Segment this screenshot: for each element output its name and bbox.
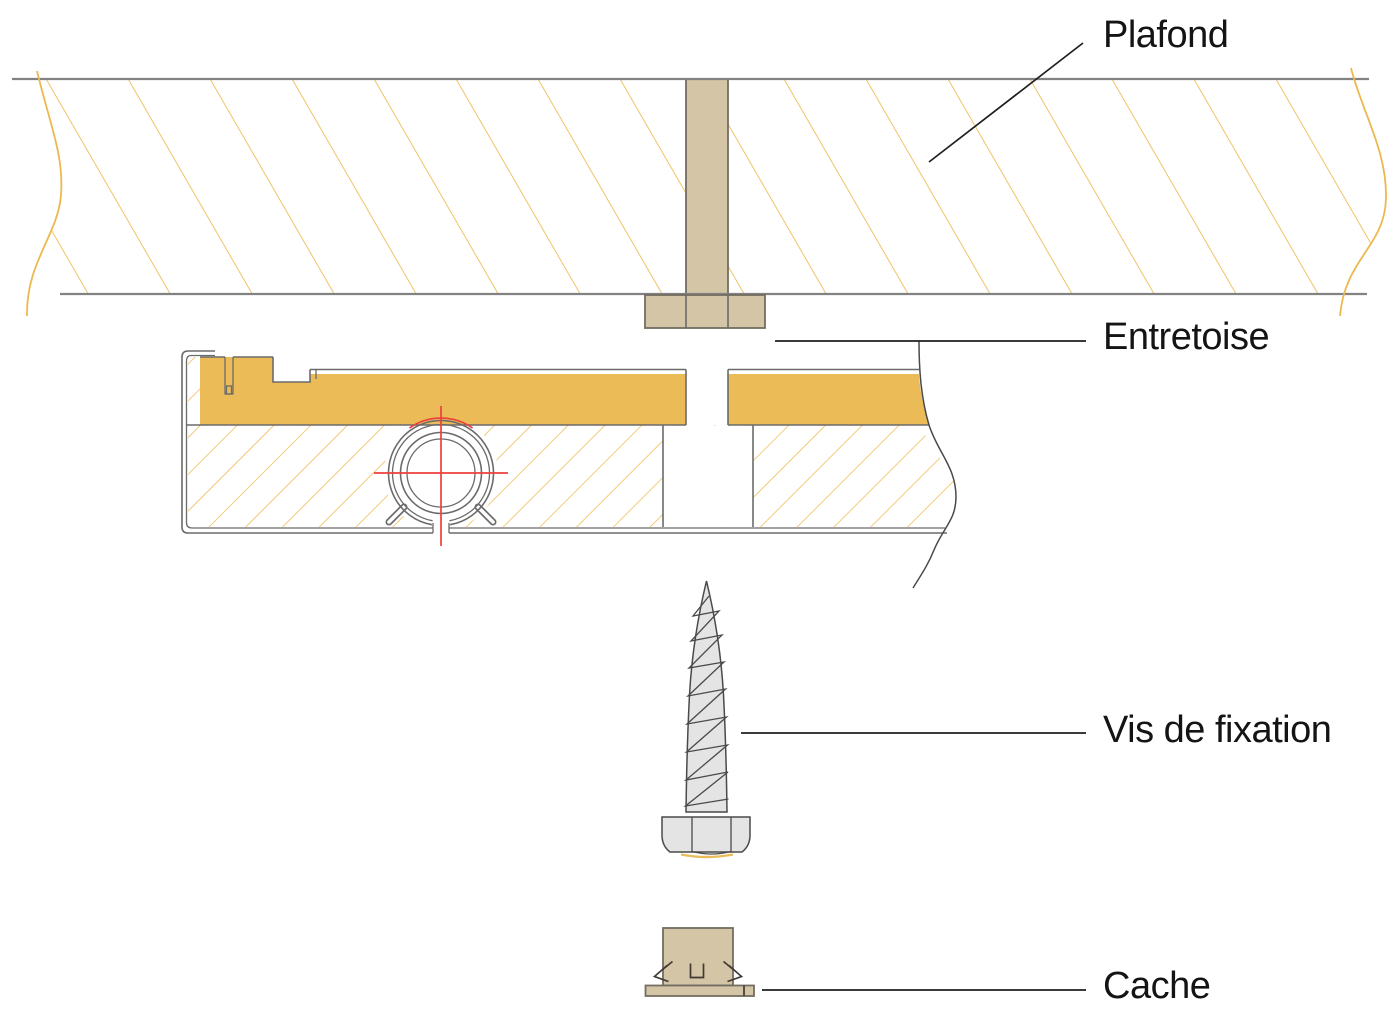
- cap-cache: [644, 927, 755, 997]
- clamp-foot-left: [387, 505, 406, 524]
- centerline-arc: [409, 417, 473, 429]
- rail-profile-section: [181, 340, 957, 589]
- cap-clip-right: [722, 960, 744, 983]
- profile-hatch-left-strip: [188, 357, 202, 527]
- fixing-screw: [661, 580, 751, 859]
- hex-face-lines: [691, 817, 732, 852]
- profile-break-line: [912, 340, 957, 589]
- hex-bottom-curve: [691, 850, 732, 855]
- label-cache: Cache: [1103, 965, 1211, 1007]
- clamp-foot-right: [476, 505, 495, 524]
- spacer-entretoise: [644, 294, 766, 329]
- profile-slot-pin: [225, 385, 233, 395]
- cap-clip-left: [652, 960, 674, 983]
- leader-plafond: [928, 42, 1084, 163]
- screw-thread: [683, 595, 730, 808]
- channel-inner: [185, 354, 945, 529]
- break-line-left: [26, 70, 63, 317]
- label-plafond: Plafond: [1103, 14, 1229, 56]
- screw-hex-head: [661, 816, 751, 853]
- screw-hole-walls: [662, 369, 754, 527]
- profile-top-edges: [200, 356, 919, 383]
- label-vis-de-fixation: Vis de fixation: [1103, 709, 1332, 751]
- ceiling-section: [12, 67, 1387, 317]
- spacer-stem: [685, 78, 729, 296]
- channel-outer: [181, 350, 947, 534]
- spacer-stem-lines: [685, 295, 729, 328]
- cap-center-slot: [689, 963, 705, 979]
- profile-amber-body: [200, 357, 929, 425]
- break-line-right: [1339, 67, 1387, 317]
- label-entretoise: Entretoise: [1103, 316, 1270, 358]
- screw-hole-lower: [663, 425, 753, 527]
- leader-lines: [741, 42, 1086, 991]
- profile-hatch-band: [202, 425, 956, 527]
- screw-washer: [680, 853, 734, 859]
- screw-hole-upper: [686, 369, 728, 425]
- cap-base-plate: [644, 984, 755, 997]
- spacer-base: [644, 294, 766, 329]
